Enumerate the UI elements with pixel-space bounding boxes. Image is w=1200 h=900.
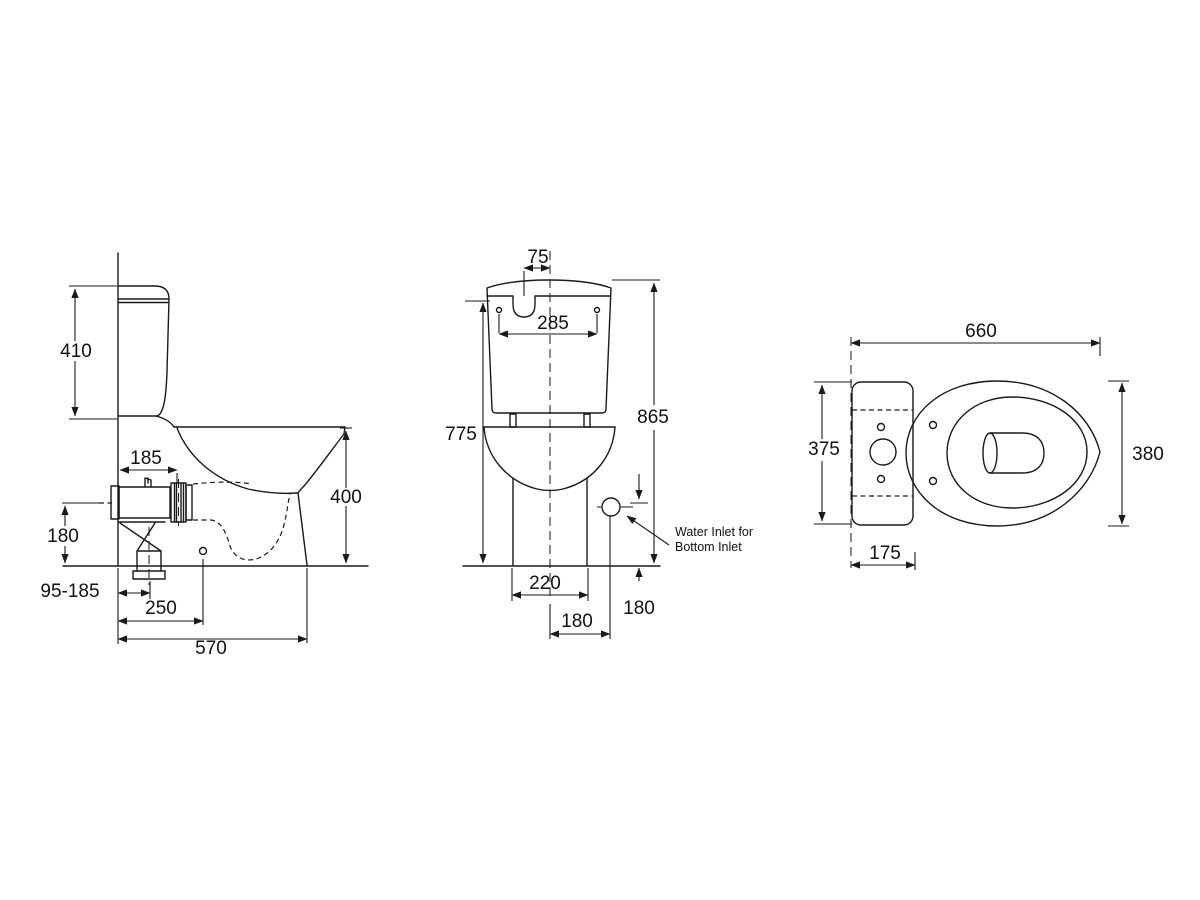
top-view: 660 375 380 175 xyxy=(808,321,1164,570)
floor-fixing-hole xyxy=(198,546,208,556)
trapway-hidden-top xyxy=(192,481,253,485)
cistern-to-seat-curve xyxy=(155,415,175,428)
front-view: 75 285 775 865 220 180 180 Water Inlet f… xyxy=(445,247,753,639)
inlet-note-leader xyxy=(626,515,670,546)
dim-570-label: 570 xyxy=(195,638,227,659)
water-inlet-note-line1: Water Inlet for xyxy=(675,525,753,539)
top-dimensions xyxy=(814,337,1129,570)
outlet-pipe-body xyxy=(118,486,171,519)
dim-410-extensions xyxy=(69,285,117,420)
hinge-hole-top xyxy=(928,420,938,430)
cistern-front-outline xyxy=(486,279,612,414)
drop-pipe xyxy=(136,550,162,572)
coupling-lug-right xyxy=(583,413,591,428)
dim-660-label: 660 xyxy=(965,321,997,342)
bolt-hole-stems xyxy=(498,314,598,333)
cistern-lid-seam xyxy=(117,298,169,304)
dim-250-label: 250 xyxy=(145,598,177,619)
dim-380-extensions xyxy=(1108,380,1129,527)
cistern-bolt-hole-top xyxy=(876,422,886,432)
water-inlet-note-line2: Bottom Inlet xyxy=(675,540,742,554)
dim-775-label: 775 xyxy=(445,424,477,445)
water-area-outline xyxy=(989,432,1045,474)
side-view: 410 185 180 95-185 250 570 400 xyxy=(40,252,369,659)
dim-375-extensions xyxy=(814,381,852,525)
dim-865-label: 865 xyxy=(637,407,669,428)
pedestal-sides xyxy=(512,477,588,566)
seat-outer-outline xyxy=(905,380,1101,527)
outlet-flange-ribs xyxy=(173,482,185,523)
dim-180-bottom-label: 180 xyxy=(561,611,593,632)
pipe-clip xyxy=(144,477,152,488)
dim-175-label: 175 xyxy=(869,543,901,564)
dim-285-label: 285 xyxy=(537,313,569,334)
dim-410-label: 410 xyxy=(60,341,92,362)
offset-connector-cross xyxy=(119,522,162,552)
trapway-hidden-s-bend xyxy=(193,493,291,561)
bolt-hole-right xyxy=(593,306,601,314)
hinge-hole-bottom xyxy=(928,476,938,486)
dim-75-label: 75 xyxy=(527,247,548,268)
dim-95-185-label: 95-185 xyxy=(40,581,99,602)
bowl-front-curve xyxy=(483,426,616,492)
dim-400-label: 400 xyxy=(330,487,362,508)
dim-375-label: 375 xyxy=(808,439,840,460)
dim-380-label: 380 xyxy=(1132,444,1164,465)
outlet-flange-collar xyxy=(185,484,193,521)
coupling-lug-left xyxy=(509,413,517,428)
bowl-front-profile xyxy=(176,427,298,495)
front-dimensions xyxy=(465,264,670,639)
side-dimensions xyxy=(61,285,352,644)
pedestal-front-line xyxy=(297,492,308,566)
water-inlet-hole xyxy=(601,497,621,517)
cistern-front-lid-seam xyxy=(486,295,611,318)
dim-180-label: 180 xyxy=(47,526,79,547)
cistern-profile xyxy=(117,285,170,417)
dim-185-label: 185 xyxy=(130,448,162,469)
seat-top-line xyxy=(173,426,346,435)
bolt-hole-left xyxy=(495,306,503,314)
cistern-inlet-hole xyxy=(869,438,897,466)
cistern-bolt-hole-bottom xyxy=(876,474,886,484)
cistern-plan-hidden-edges xyxy=(852,409,913,497)
bowl-rear-profile xyxy=(297,433,345,494)
dim-180-right-label: 180 xyxy=(623,598,655,619)
cistern-plan-outline xyxy=(851,381,914,526)
sump-ellipse xyxy=(982,432,998,474)
seat-inner-ring xyxy=(946,396,1088,509)
dim-220-label: 220 xyxy=(529,573,561,594)
